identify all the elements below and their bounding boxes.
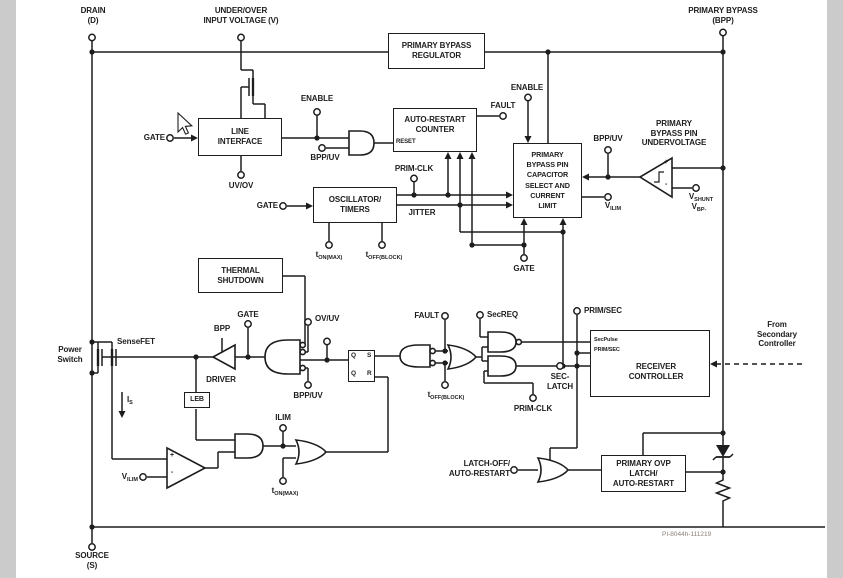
current-limit-comparator (166, 446, 207, 490)
arrowheads (118, 134, 717, 418)
prim-clk-label-2: PRIM-CLK (513, 404, 553, 413)
hv-jfet (240, 69, 266, 118)
bottom-logic-wires (112, 431, 723, 478)
ilim-comparator-plus: + (170, 452, 175, 459)
prim-clk-label-1: PRIM-CLK (394, 164, 434, 173)
block-auto-restart-counter: AUTO-RESTART COUNTER (393, 108, 477, 152)
ton-max-label-2: tON(MAX) (271, 486, 299, 497)
auto-restart-reset-label: RESET (396, 139, 416, 145)
latch-s: S (367, 352, 372, 359)
gate-label-cap-select: GATE (513, 264, 535, 273)
zener-diode (712, 445, 734, 461)
block-leb: LEB (184, 392, 210, 408)
page-margin-left (0, 0, 16, 578)
latch-q-top: Q (351, 352, 357, 359)
block-receiver-controller (590, 330, 710, 397)
driver-triangle (211, 343, 236, 371)
pin-circles (88, 28, 727, 551)
latch-off-label: LATCH-OFF/ AUTO-RESTART (448, 459, 510, 478)
page-margin-right (827, 0, 843, 578)
v-shunt-label: VSHUNT (688, 192, 714, 203)
mid-logic-wires (283, 275, 590, 462)
uv-ov-label: UV/OV (228, 181, 254, 190)
gate-label-mid: GATE (237, 310, 259, 319)
block-line-interface: LINE INTERFACE (198, 118, 282, 156)
bpp-undervoltage-comparator (638, 156, 673, 199)
enable-label-2: ENABLE (510, 83, 544, 92)
and-gate-fault-toff (399, 344, 436, 368)
receiver-controller-label: RECEIVER CONTROLLER (628, 362, 684, 381)
pin-primary-bypass-label: PRIMARY BYPASS (BPP) (688, 6, 758, 25)
and-gate-seclatch (487, 355, 517, 377)
bpp-comparator-plus: + (664, 159, 669, 166)
latch-q-bottom: Q (351, 370, 357, 377)
bpp-uv-label-1: BPP/UV (310, 153, 340, 162)
pin-source-label: SOURCE (S) (75, 551, 109, 570)
cursor-icon (177, 111, 194, 135)
or-gate-latchoff (536, 457, 570, 483)
v-ilim-label-1: VILIM (604, 201, 622, 212)
sr-latch (348, 350, 375, 382)
receiver-primsec-label: PRIM/SEC (594, 347, 620, 353)
receiver-secpulse-label: SecPulse (594, 337, 618, 343)
ic-frame (91, 51, 825, 528)
and-gate-leb-ilim (234, 433, 264, 459)
and-gate-driver-enable (264, 339, 307, 375)
auto-restart-wires (447, 115, 499, 245)
pin-drain-label: DRAIN (D) (80, 6, 106, 25)
block-primary-bypass-regulator: PRIMARY BYPASS REGULATOR (388, 33, 485, 69)
fault-label-2: FAULT (414, 311, 439, 320)
and-gate-enable-bppuv (348, 130, 375, 156)
is-current-label: IS (127, 395, 133, 406)
pin-under-over-label: UNDER/OVER INPUT VOLTAGE (V) (203, 6, 279, 25)
from-secondary-label: From Secondary Controller (756, 320, 798, 348)
or-gate-ilim-tonmax (294, 439, 328, 465)
ton-max-label-1: tON(MAX) (315, 250, 343, 261)
latch-r: R (367, 370, 372, 377)
bpp-label-driver: BPP (213, 324, 231, 333)
toff-block-label-2: tOFF(BLOCK) (427, 390, 465, 401)
ilim-comparator-minus: - (171, 469, 174, 476)
enable-label-1: ENABLE (300, 94, 334, 103)
block-thermal-shutdown: THERMAL SHUTDOWN (198, 258, 283, 293)
v-bp-label: VBP- (691, 202, 707, 213)
and-gate-secpulse (487, 331, 523, 353)
block-oscillator-timers: OSCILLATOR/ TIMERS (313, 187, 397, 223)
cap-select-wires (460, 52, 723, 366)
fault-label-1: FAULT (490, 101, 516, 110)
shunt-resistor (714, 478, 732, 505)
v-ilim-label-2: VILIM (121, 472, 138, 483)
ov-uv-label: OV/UV (315, 314, 340, 323)
prim-sec-label: PRIM/SEC (584, 306, 622, 315)
sensefet-label: SenseFET (117, 337, 155, 346)
jitter-label: JITTER (408, 208, 436, 217)
gate-label-line-interface: GATE (143, 133, 165, 142)
block-cap-select-current-limit: PRIMARY BYPASS PIN CAPACITOR SELECT AND … (513, 143, 582, 218)
ilim-label: ILIM (275, 413, 291, 422)
toff-block-label-1: tOFF(BLOCK) (365, 250, 403, 261)
bpp-uv-label-3: BPP/UV (293, 391, 323, 400)
hysteresis-icon (654, 171, 664, 183)
block-primary-ovp-latch: PRIMARY OVP LATCH/ AUTO-RESTART (601, 455, 686, 492)
power-switch-label: Power Switch (57, 345, 83, 364)
bpp-comparator-minus: - (665, 181, 668, 188)
bpp-undervoltage-label: PRIMARY BYPASS PIN UNDERVOLTAGE (641, 119, 707, 147)
sec-latch-label: SEC- LATCH (546, 372, 574, 391)
bpp-uv-label-2: BPP/UV (593, 134, 623, 143)
figure-code: PI-8044h-111219 (662, 531, 712, 538)
or-gate-fault-toff (446, 344, 478, 370)
gate-label-oscillator: GATE (256, 201, 278, 210)
secreq-label: SecREQ (487, 310, 518, 319)
driver-label: DRIVER (206, 375, 236, 384)
